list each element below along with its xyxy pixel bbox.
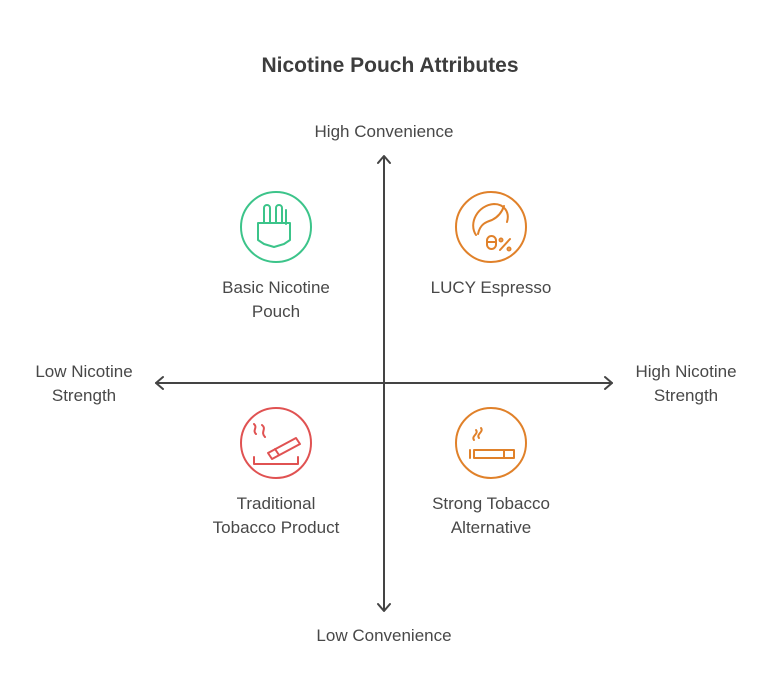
quadrant-label-basic-nicotine-pouch: Basic Nicotine Pouch bbox=[176, 276, 376, 324]
label-line: LUCY Espresso bbox=[430, 278, 552, 297]
label-line: Strong Tobacco bbox=[432, 494, 550, 513]
quadrant-label-traditional-tobacco: Traditional Tobacco Product bbox=[176, 492, 376, 540]
axis-label-left: Low Nicotine Strength bbox=[10, 360, 158, 408]
diagram-title: Nicotine Pouch Attributes bbox=[261, 54, 519, 77]
axis-label-left-line2: Strength bbox=[51, 386, 117, 405]
arrow-left-icon bbox=[155, 376, 164, 390]
arrow-down-icon bbox=[377, 603, 391, 612]
coffee-bean-percent-icon bbox=[455, 191, 527, 263]
label-line: Alternative bbox=[450, 518, 532, 537]
cigarette-icon bbox=[455, 407, 527, 479]
axis-label-right-line2: Strength bbox=[653, 386, 719, 405]
quadrant-label-strong-tobacco-alternative: Strong Tobacco Alternative bbox=[391, 492, 591, 540]
arrow-up-icon bbox=[377, 155, 391, 164]
ashtray-cigarette-icon bbox=[240, 407, 312, 479]
quadrant-label-lucy-espresso: LUCY Espresso bbox=[391, 276, 591, 300]
axis-label-right-line1: High Nicotine bbox=[635, 362, 737, 381]
axis-lines bbox=[155, 155, 613, 612]
axis-label-left-line1: Low Nicotine bbox=[35, 362, 133, 381]
arrow-right-icon bbox=[604, 376, 613, 390]
pocket-pens-icon bbox=[240, 191, 312, 263]
axis-label-top: High Convenience bbox=[314, 122, 454, 141]
label-line: Traditional bbox=[236, 494, 316, 513]
label-line: Basic Nicotine bbox=[222, 278, 330, 297]
axis-label-right: High Nicotine Strength bbox=[612, 360, 760, 408]
label-line: Pouch bbox=[251, 302, 301, 321]
label-line: Tobacco Product bbox=[212, 518, 340, 537]
axis-label-bottom: Low Convenience bbox=[316, 626, 452, 645]
